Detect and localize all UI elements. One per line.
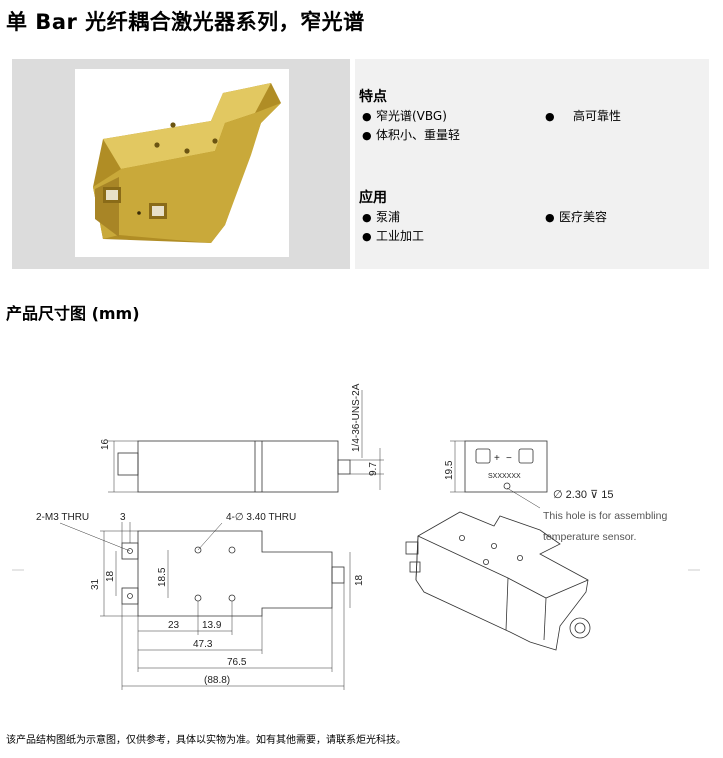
dimension-drawing: 16 9.7 1/4-36-UNS-2A + − SXXXXXX 19.5 ∅ … <box>0 330 723 710</box>
list-item: ●泵浦 <box>362 210 401 224</box>
dim-76-5: 76.5 <box>227 657 247 668</box>
list-item: ●高可靠性 <box>545 109 622 123</box>
dim-47-3: 47.3 <box>193 639 213 650</box>
top-view <box>59 522 351 690</box>
bullet-icon: ● <box>362 129 372 142</box>
dim-16: 16 <box>100 438 111 450</box>
minus-label: − <box>506 453 512 464</box>
bullet-icon: ● <box>545 110 555 123</box>
hole-spec: ∅ 2.30 ⊽ 15 <box>553 489 613 501</box>
isometric-view <box>405 511 591 651</box>
dim-18-right: 18 <box>354 574 365 586</box>
label-4hole: 4-∅ 3.40 THRU <box>226 512 296 523</box>
list-item: ●医疗美容 <box>545 210 608 224</box>
serial-label: SXXXXXX <box>488 473 521 480</box>
dim-13-9: 13.9 <box>202 620 222 631</box>
dim-9-7: 9.7 <box>368 462 379 476</box>
plus-label: + <box>494 453 500 464</box>
bullet-icon: ● <box>362 230 372 243</box>
dim-23: 23 <box>168 620 180 631</box>
product-photo-panel <box>12 59 350 269</box>
thread-label: 1/4-36-UNS-2A <box>351 383 362 452</box>
list-item: ●工业加工 <box>362 229 425 243</box>
page-title: 单 Bar 光纤耦合激光器系列，窄光谱 <box>6 10 365 34</box>
dim-18-5: 18.5 <box>157 567 168 587</box>
end-view <box>450 440 548 509</box>
dim-31: 31 <box>90 578 101 590</box>
specs-panel: 特点 ●窄光谱(VBG) ●高可靠性 ●体积小、重量轻 应用 ●泵浦 ●医疗美容… <box>355 59 709 269</box>
applications-heading: 应用 <box>359 190 387 206</box>
bullet-icon: ● <box>545 211 555 224</box>
product-photo <box>75 69 289 257</box>
list-item: ●体积小、重量轻 <box>362 128 461 142</box>
dim-3: 3 <box>120 512 126 523</box>
side-view <box>108 390 384 493</box>
footer-note: 该产品结构图纸为示意图，仅供参考，具体以实物为准。如有其他需要，请联系炬光科技。 <box>6 735 406 746</box>
dim-88-8: (88.8) <box>204 675 230 686</box>
note-line-2: temperature sensor. <box>543 531 636 543</box>
label-2m3: 2-M3 THRU <box>36 512 89 523</box>
features-heading: 特点 <box>359 89 387 105</box>
dim-19-5: 19.5 <box>444 460 455 480</box>
note-line-1: This hole is for assembling <box>543 510 667 522</box>
bullet-icon: ● <box>362 110 372 123</box>
product-panel: 特点 ●窄光谱(VBG) ●高可靠性 ●体积小、重量轻 应用 ●泵浦 ●医疗美容… <box>12 59 709 269</box>
bullet-icon: ● <box>362 211 372 224</box>
dimension-heading: 产品尺寸图 (mm) <box>6 304 140 323</box>
list-item: ●窄光谱(VBG) <box>362 109 447 123</box>
dim-18-left: 18 <box>105 570 116 582</box>
